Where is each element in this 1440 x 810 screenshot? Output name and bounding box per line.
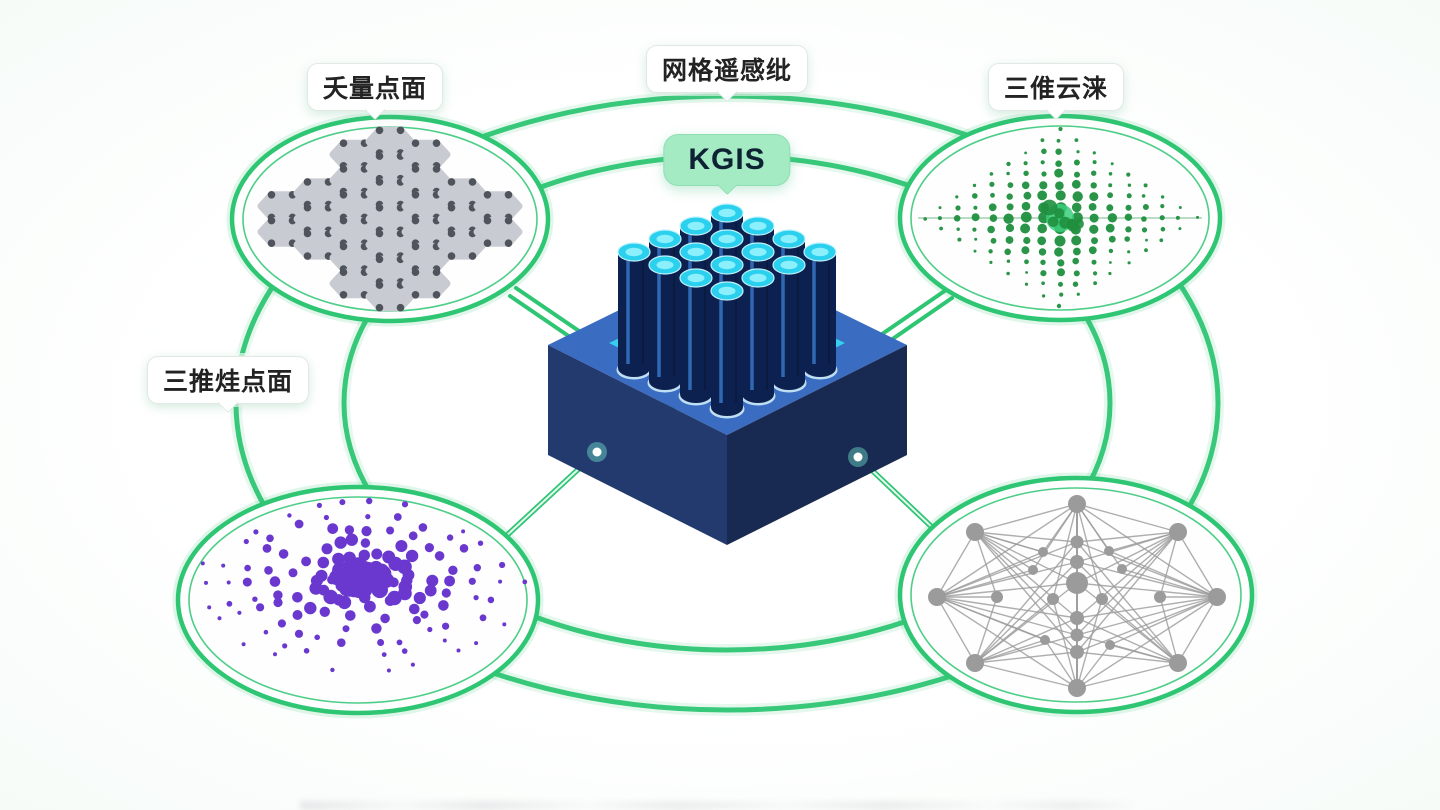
node-vector-tile-grid: [226, 111, 554, 327]
node-point-cloud-green: [894, 110, 1226, 326]
label-bubble-point-cloud-purple: 三推烓点面: [146, 356, 310, 414]
label-bubble-vector-tiles: 夭量点面: [306, 63, 444, 121]
cropped-caption-smudge: [300, 801, 1140, 810]
kgis-chip-cube: [548, 203, 907, 545]
label-text-vector-tiles: 夭量点面: [322, 75, 428, 103]
node-knowledge-graph: [894, 472, 1258, 718]
label-bubble-point-cloud-green: 三倠云涞: [987, 63, 1125, 121]
chip-glow-ports: [587, 442, 868, 467]
label-bubble-ring-top: 网格遥感纰: [645, 45, 809, 103]
kgis-chip-label-bubble: KGIS: [663, 134, 791, 196]
kgis-label-text: KGIS: [688, 143, 766, 176]
node-point-cloud-purple: [172, 481, 544, 719]
label-text-ring-top: 网格遥感纰: [661, 57, 793, 85]
label-text-point-cloud-purple: 三推烓点面: [162, 368, 294, 396]
label-text-point-cloud-green: 三倠云涞: [1003, 75, 1109, 103]
